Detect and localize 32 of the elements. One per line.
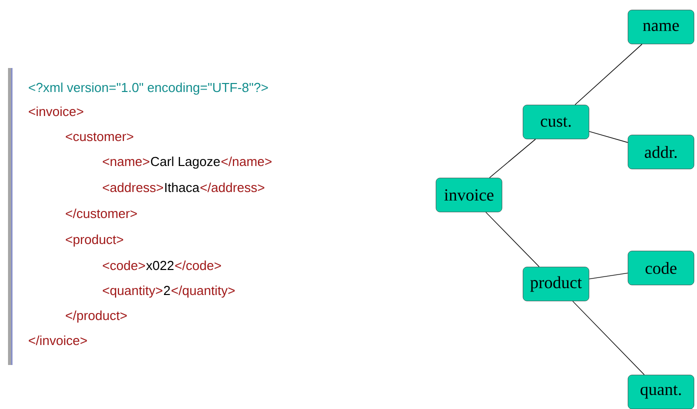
tree-line xyxy=(588,272,628,280)
tree-line xyxy=(572,300,645,376)
xml-tag: <address> xyxy=(102,182,163,192)
tree-node: addr. xyxy=(628,134,694,170)
xml-tag: <customer> xyxy=(66,132,134,142)
xml-value: x022 xyxy=(146,260,174,270)
xml-tag: </customer> xyxy=(66,208,137,218)
xml-tag: </address> xyxy=(200,182,264,192)
tree-line xyxy=(574,44,642,106)
xml-tag: <name> xyxy=(102,158,150,166)
xml-tag: </product> xyxy=(66,310,127,323)
xml-value: Ithaca xyxy=(165,182,200,192)
tree-node: code xyxy=(628,250,694,286)
tree-node: product xyxy=(522,266,590,302)
tree-line xyxy=(588,131,628,143)
xml-tag: </code> xyxy=(175,260,221,270)
xml-value: 2 xyxy=(164,286,170,295)
tree-node: invoice xyxy=(436,178,502,212)
xml-tag: <code> xyxy=(102,260,145,270)
xml-tag: </invoice> xyxy=(28,336,87,346)
xml-tag: <product> xyxy=(66,234,124,247)
tree-line xyxy=(489,138,536,178)
tree-node: cust. xyxy=(522,104,590,140)
xml-tag: </quantity> xyxy=(172,286,235,298)
tree-node: name xyxy=(628,10,694,44)
xml-declaration: <?xml version="1.0" encoding="UTF-8"?> xyxy=(28,82,268,95)
tree-node: quant. xyxy=(628,374,694,409)
xml-tag: <quantity> xyxy=(102,286,162,298)
tree-line xyxy=(485,212,540,268)
xml-tag: <invoice> xyxy=(28,106,84,116)
xml-tag: </name> xyxy=(221,156,272,166)
xml-value: Carl Lagoze xyxy=(150,156,220,169)
